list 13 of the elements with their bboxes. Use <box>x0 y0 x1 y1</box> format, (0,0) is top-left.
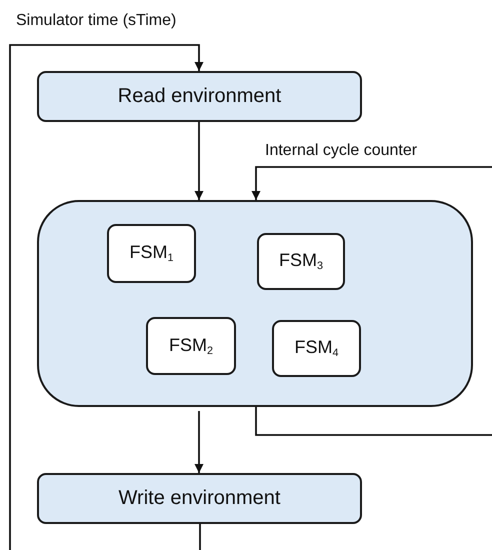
arrow <box>252 166 492 200</box>
arrow <box>194 411 204 473</box>
process-box: Write environment <box>37 473 362 524</box>
state-box: FSM$_{1}$ <box>107 224 196 283</box>
signal-label: Internal cycle counter <box>265 142 418 160</box>
process-box: Read environment <box>37 71 362 122</box>
container-box <box>37 200 473 407</box>
signal-label: Simulator time (sTime) <box>16 12 176 30</box>
state-box: FSM$_{4}$ <box>272 320 361 377</box>
arrow <box>9 44 204 550</box>
state-box: FSM$_{2}$ <box>146 317 236 375</box>
arrow <box>194 122 204 200</box>
state-box: FSM$_{3}$ <box>257 233 345 290</box>
